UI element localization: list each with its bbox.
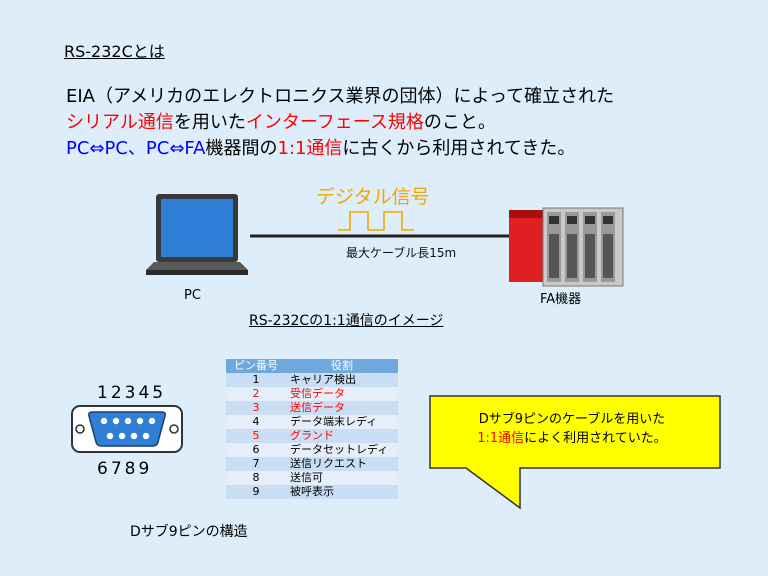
pin-number: 2 bbox=[226, 387, 286, 401]
interface-standard-highlight: インターフェース規格 bbox=[245, 112, 424, 133]
pc-label: PC bbox=[184, 288, 201, 303]
one-to-one-highlight: 1:1通信 bbox=[277, 138, 343, 159]
pin-role: グランド bbox=[286, 429, 398, 443]
intro-line-2-end: のこと。 bbox=[423, 112, 496, 133]
pin-role: 送信データ bbox=[286, 401, 398, 415]
top-pin-numbers: 12345 bbox=[97, 383, 167, 403]
pc-fa-highlight: PC⇔PC、PC⇔FA bbox=[66, 138, 206, 159]
pin-number: 3 bbox=[226, 401, 286, 415]
intro-line-3-end: に古くから利用されてきた。 bbox=[342, 138, 576, 159]
fa-device-label: FA機器 bbox=[540, 292, 582, 307]
connector-caption: Dサブ9ピンの構造 bbox=[130, 524, 248, 540]
bottom-pin-numbers: 6789 bbox=[97, 459, 153, 479]
pin-number: 6 bbox=[226, 443, 286, 457]
pin-number: 4 bbox=[226, 415, 286, 429]
digital-signal-label: デジタル信号 bbox=[316, 186, 430, 208]
page-title: RS-232Cとは bbox=[64, 42, 165, 61]
pin-number: 1 bbox=[226, 373, 286, 387]
callout-line-2-end: によく利用されていた。 bbox=[524, 431, 667, 446]
pin-role: データセットレディ bbox=[286, 443, 398, 457]
intro-line-2-mid: を用いた bbox=[173, 112, 246, 133]
pin-number: 7 bbox=[226, 457, 286, 471]
pin-number: 8 bbox=[226, 471, 286, 485]
pin-number: 5 bbox=[226, 429, 286, 443]
intro-line-2: シリアル通信を用いたインターフェース規格のこと。 bbox=[66, 110, 614, 136]
cable-length-label: 最大ケーブル長15m bbox=[346, 246, 457, 260]
intro-text: EIA（アメリカのエレクトロニクス業界の団体）によって確立された シリアル通信を… bbox=[66, 84, 614, 162]
intro-line-3: PC⇔PC、PC⇔FA機器間の1:1通信に古くから利用されてきた。 bbox=[66, 136, 614, 162]
intro-line-3-mid: 機器間の bbox=[205, 138, 278, 159]
intro-line-1: EIA（アメリカのエレクトロニクス業界の団体）によって確立された bbox=[66, 86, 615, 107]
callout-highlight: 1:1通信 bbox=[477, 431, 525, 446]
pin-role: 受信データ bbox=[286, 387, 398, 401]
pin-role: 被呼表示 bbox=[286, 485, 398, 499]
pin-number-header: ピン番号 bbox=[226, 359, 286, 373]
dsub-connector-icon bbox=[71, 405, 183, 453]
pin-role-header: 役割 bbox=[286, 359, 398, 373]
callout-line-2: 1:1通信によく利用されていた。 bbox=[432, 429, 712, 448]
digital-signal-wave bbox=[338, 211, 414, 231]
laptop-icon bbox=[146, 194, 248, 275]
serial-comm-highlight: シリアル通信 bbox=[66, 112, 174, 133]
pin-table-header: ピン番号 役割 bbox=[226, 359, 398, 373]
pin-role: データ端末レディ bbox=[286, 415, 398, 429]
pin-role: 送信可 bbox=[286, 471, 398, 485]
pin-number: 9 bbox=[226, 485, 286, 499]
callout-line-1: Dサブ9ピンのケーブルを用いた bbox=[478, 412, 666, 427]
callout-text: Dサブ9ピンのケーブルを用いた 1:1通信によく利用されていた。 bbox=[432, 410, 712, 448]
pin-role: キャリア検出 bbox=[286, 373, 398, 387]
callout-bubble bbox=[429, 395, 721, 510]
pin-role: 送信リクエスト bbox=[286, 457, 398, 471]
plc-device-icon bbox=[509, 207, 624, 287]
diagram-caption: RS-232Cの1:1通信のイメージ bbox=[249, 313, 444, 329]
